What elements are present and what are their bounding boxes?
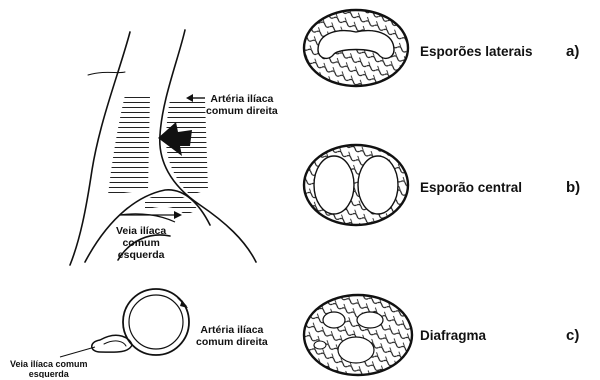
artery-hatching-left — [108, 95, 150, 195]
lumen-c-4 — [314, 341, 326, 349]
vein-bottom-line1: Veia ilíaca comum — [10, 359, 88, 369]
panel-b-letter: b) — [566, 179, 580, 196]
vein-bottom-line2: esquerda — [10, 369, 88, 378]
vein-bottom-label: Veia ilíaca comum esquerda — [10, 359, 88, 378]
panel-c-diaphragm — [304, 295, 412, 375]
artery-top-label: Artéria ilíaca comum direita — [206, 93, 278, 117]
artery-ring-inner — [129, 295, 183, 349]
artery-top-line1: Artéria ilíaca — [206, 93, 278, 105]
artery-top-line2: comum direita — [206, 105, 278, 117]
cross-section-illustration — [92, 289, 189, 355]
lumen-c-2 — [357, 312, 383, 328]
compressed-vein — [92, 335, 132, 352]
vein-top-line2: comum — [116, 237, 166, 249]
lumen-c-3 — [338, 337, 374, 363]
panel-c-letter: c) — [566, 327, 579, 344]
panel-b-name: Esporão central — [420, 180, 522, 196]
panel-a-letter: a) — [566, 43, 579, 60]
vein-top-line1: Veia ilíaca — [116, 225, 166, 237]
panel-b-central-spur — [304, 145, 408, 225]
vein-pointer-arrow — [120, 211, 182, 222]
vein-pointer-line — [60, 347, 95, 357]
vein-top-line3: esquerda — [116, 249, 166, 261]
lumen-c-1 — [323, 312, 345, 328]
artery-bottom-line2: comum direita — [196, 336, 268, 348]
artery-bottom-label: Artéria ilíaca comum direita — [196, 324, 268, 348]
panel-c-name: Diafragma — [420, 328, 486, 344]
panel-a-lateral-spurs — [304, 10, 408, 86]
vein-top-label: Veia ilíaca comum esquerda — [116, 225, 166, 261]
panel-a-name: Esporões laterais — [420, 44, 533, 60]
lumen-b-left — [314, 156, 354, 214]
artery-bottom-line1: Artéria ilíaca — [196, 324, 268, 336]
lumen-b-right — [358, 156, 398, 214]
